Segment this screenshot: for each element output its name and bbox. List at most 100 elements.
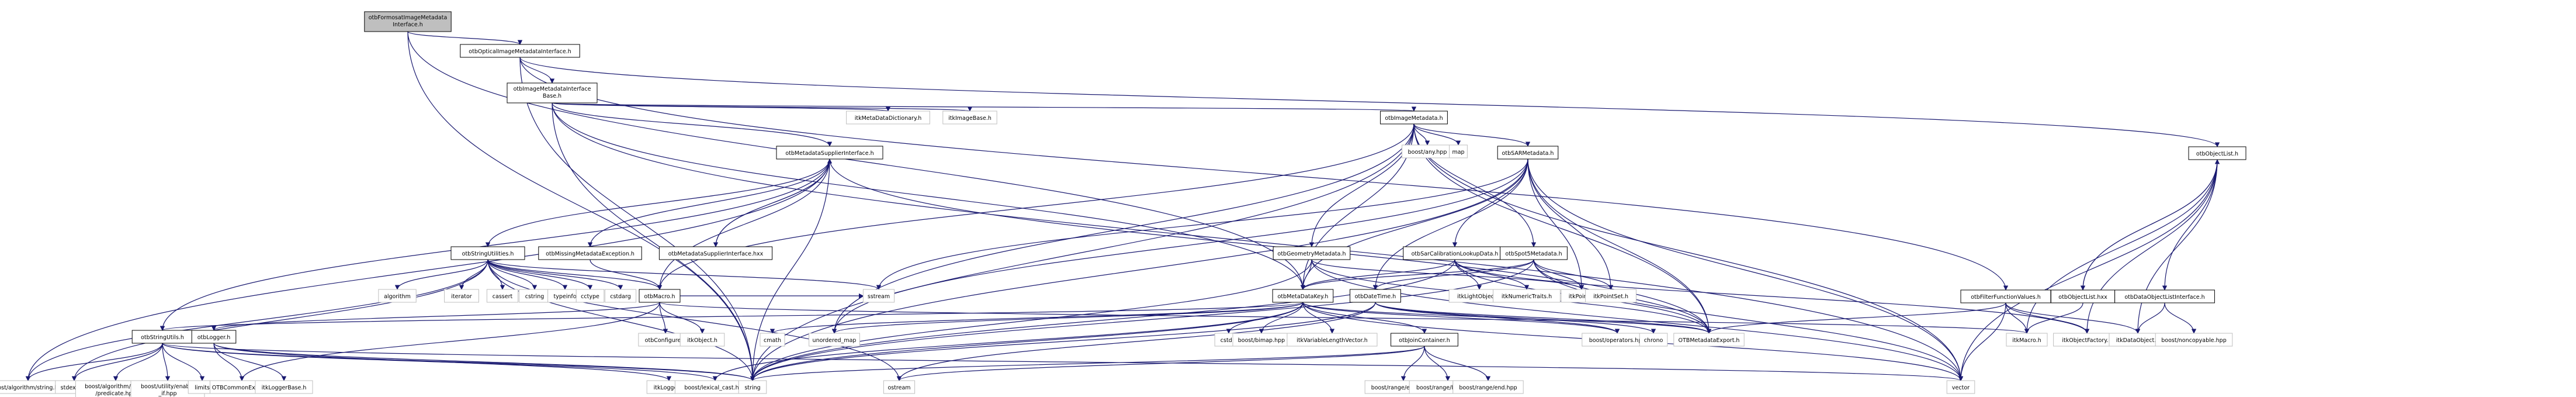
node-string: string (738, 380, 767, 394)
edge-mdkey-to-boostbimap (1258, 302, 1303, 334)
node-label: itkLoggerBase.h (262, 385, 307, 391)
edge-joincontainer-to-ostream (897, 346, 1425, 381)
edge-stringutilities-to-typeinfo (487, 259, 568, 290)
node-cstring: cstring (518, 289, 551, 303)
node-box (679, 333, 725, 347)
edge-stringutils-to-vector (162, 343, 1963, 381)
node-ostream: ostream (883, 380, 916, 394)
node-sarcal[interactable]: otbSarCalibrationLookupData.h (1403, 246, 1507, 260)
node-box (378, 289, 417, 303)
node-label: cassert (493, 294, 513, 300)
node-box (460, 44, 580, 58)
edge-objectlisthxx-to-objectlist (2082, 159, 2220, 291)
node-mdsupplierhxx[interactable]: otbMetadataSupplierInterface.hxx (658, 246, 773, 260)
edge-sarmd-to-otbmdexport (1527, 158, 1712, 334)
node-itkvlv: itkVariableLengthVector.h (1287, 333, 1378, 347)
node-label: /predicate.hpp (95, 391, 136, 397)
edge-mdkey-to-itkvlv (1302, 302, 1335, 334)
node-sarmd[interactable]: otbSARMetadata.h (1497, 146, 1559, 160)
node-label: otbOpticalImageMetadataInterface.h (469, 49, 571, 55)
node-label: itkMacro.h (2012, 337, 2041, 344)
node-box (486, 289, 519, 303)
edge-stringutilities-to-ostream (487, 259, 902, 381)
node-missingmd[interactable]: otbMissingMetadataException.h (538, 246, 642, 260)
edge-root-to-mdkey (407, 31, 1306, 290)
edge-spot5-to-itkpoint (1533, 259, 1585, 290)
node-joincontainer[interactable]: otbJoinContainer.h (1391, 333, 1458, 347)
node-datetime[interactable]: otbDateTime.h (1350, 289, 1401, 303)
edge-stringutilities-to-cstdarg (487, 259, 623, 290)
node-box (191, 330, 237, 344)
edge-root-to-optical (407, 31, 523, 45)
node-label: itkMetaDataDictionary.h (855, 115, 922, 122)
node-label: chrono (1644, 337, 1663, 344)
edge-sarcal-to-itknumerictraits (1454, 259, 1530, 290)
node-dataobjlist[interactable]: otbDataObjectListInterface.h (2114, 289, 2215, 303)
node-label: itkDataObject.h (2116, 337, 2160, 344)
edge-objectlisthxx-to-itkmacro (2024, 302, 2083, 334)
edge-imagemd-to-map (1413, 123, 1461, 146)
node-label: map (1452, 149, 1464, 156)
node-label: otbObjectList.h (2196, 151, 2238, 157)
node-filterfunc[interactable]: otbFilterFunctionValues.h (1960, 289, 2051, 303)
edge-stringutils-to-stdexcept (71, 343, 163, 381)
node-label: string (744, 385, 760, 391)
edge-joincontainer-to-boostrangeend (1424, 346, 1491, 381)
node-label: boost/range/begin.hpp (1416, 385, 1479, 391)
node-chrono: chrono (1639, 333, 1668, 347)
node-label: otbMacro.h (644, 294, 675, 300)
edge-imibase-to-mdkey (552, 102, 1306, 290)
edge-imibase-to-string (552, 102, 755, 381)
node-optical[interactable]: otbOpticalImageMetadataInterface.h (460, 44, 580, 58)
edge-spot5-to-itkpointset (1533, 259, 1614, 290)
node-imagemd[interactable]: otbImageMetadata.h (1380, 111, 1448, 125)
node-box (444, 289, 479, 303)
node-cassert: cassert (486, 289, 519, 303)
node-label: boost/bimap.hpp (1238, 337, 1285, 344)
node-label: otbMetadataSupplierInterface.hxx (668, 251, 764, 257)
edge-mdsupplierhxx-to-mdsupplier (715, 158, 833, 247)
node-boostrangeend: boost/range/end.hpp (1452, 380, 1524, 394)
node-box (942, 111, 997, 125)
node-label: boost/algorithm/string.hpp (0, 385, 65, 391)
edge-sarcal-to-itkobjectfactory (1454, 259, 2090, 334)
node-stringutils[interactable]: otbStringUtils.h (131, 330, 193, 344)
edge-mdkey-to-boostoperators (1302, 302, 1620, 334)
edge-mdsupplier-to-string (750, 158, 830, 381)
edge-root-to-string (407, 31, 755, 381)
node-mdkey[interactable]: otbMetaDataKey.h (1272, 289, 1334, 303)
node-boostbimap: boost/bimap.hpp (1232, 333, 1291, 347)
node-label: OTBCommonExport.h (212, 385, 272, 391)
edge-filterfunc-to-itkobjectfactory (2005, 302, 2090, 334)
edge-spot5-to-string (750, 259, 1534, 381)
edge-macro-to-otbcommonexport (239, 302, 660, 381)
node-label: itkObject.h (687, 337, 717, 344)
node-stringutilities[interactable]: otbStringUtilities.h (450, 246, 525, 260)
node-label: sstream (868, 294, 890, 300)
node-label: otbObjectList.hxx (2058, 294, 2107, 301)
node-box (2155, 333, 2233, 347)
node-label: boost/range/empty.hpp (1371, 385, 1436, 391)
node-boostnoncopyable: boost/noncopyable.hpp (2155, 333, 2233, 347)
node-label: itkVariableLengthVector.h (1296, 337, 1368, 344)
node-algorithm: algorithm (378, 289, 417, 303)
node-macro[interactable]: otbMacro.h (639, 289, 681, 303)
node-geommd[interactable]: otbGeometryMetadata.h (1273, 246, 1351, 260)
node-mdsupplier[interactable]: otbMetadataSupplierInterface.h (776, 146, 883, 160)
node-logger[interactable]: otbLogger.h (191, 330, 237, 344)
node-box (1273, 246, 1351, 260)
node-itkobject: itkObject.h (679, 333, 725, 347)
node-vector: vector (1946, 380, 1975, 394)
edge-stringutilities-to-boostalgostring (25, 259, 488, 381)
edge-stringutilities-to-iterator (459, 259, 488, 290)
edge-objectlist-to-itkdataobject (2135, 159, 2218, 334)
node-objectlisthxx[interactable]: otbObjectList.hxx (2050, 289, 2116, 303)
node-objectlist[interactable]: otbObjectList.h (2188, 146, 2246, 160)
node-label: itkNumericTraits.h (1502, 294, 1552, 300)
node-map: map (1449, 144, 1468, 158)
edge-macro-to-logger (212, 302, 660, 331)
node-spot5[interactable]: otbSpot5Metadata.h (1500, 246, 1568, 260)
